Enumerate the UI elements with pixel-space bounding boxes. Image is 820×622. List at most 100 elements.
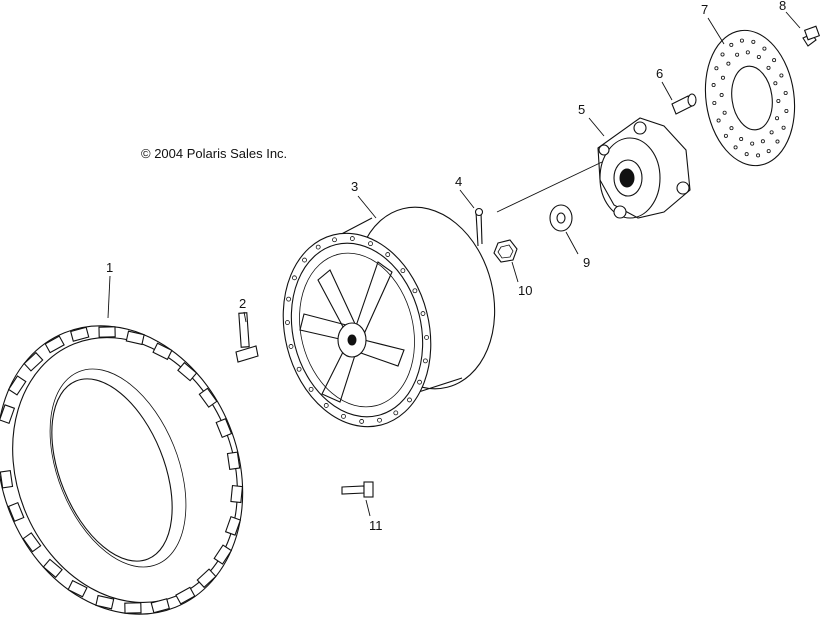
part-tire[interactable] <box>0 289 285 622</box>
tread-block <box>215 418 233 439</box>
disc-hole <box>775 116 780 121</box>
part-castle-nut[interactable] <box>493 239 518 263</box>
disc-hole <box>779 73 784 78</box>
rim-hole <box>308 386 314 392</box>
disc-hole <box>716 118 721 123</box>
tread-block <box>177 361 198 382</box>
part-brake-disc[interactable] <box>697 25 803 172</box>
tread-block <box>0 404 16 425</box>
tread-block <box>196 568 217 589</box>
tread-block <box>23 351 44 372</box>
callout-9: 9 <box>583 255 590 270</box>
tread-block <box>95 594 115 610</box>
disc-hole <box>750 141 755 146</box>
disc-hole <box>766 149 771 154</box>
rim-hole <box>292 275 297 281</box>
disc-hole <box>722 110 727 115</box>
part-cotter-pin[interactable] <box>474 207 484 247</box>
tire-tread <box>0 326 244 614</box>
callout-4: 4 <box>455 174 462 189</box>
disc-hole <box>756 54 761 59</box>
rim-bolt-holes <box>285 236 429 424</box>
rim-hole <box>296 366 302 372</box>
rim-hole <box>368 241 373 247</box>
callout-8: 8 <box>779 0 786 13</box>
disc-hole <box>720 75 725 80</box>
rim-hole <box>288 344 294 349</box>
part-disc-bolt[interactable] <box>802 25 820 47</box>
rim-hole <box>393 410 399 416</box>
tread-block <box>224 515 242 536</box>
disc-hole <box>729 126 734 131</box>
disc-hole <box>776 98 781 103</box>
disc-hole <box>714 66 719 71</box>
rim-hole <box>422 358 428 364</box>
rim-hole <box>349 236 355 241</box>
disc-hole <box>769 130 774 135</box>
callout-numbers: 1 2 3 4 5 6 7 8 9 10 11 <box>106 0 786 533</box>
tread-block <box>226 451 241 471</box>
disc-hole <box>784 108 789 113</box>
tread-block <box>213 544 233 565</box>
part-hub[interactable] <box>597 117 691 219</box>
tread-block <box>0 469 14 489</box>
tread-block <box>44 335 65 354</box>
rim-hole <box>400 268 406 274</box>
rim-hole <box>407 397 412 403</box>
tread-block <box>7 501 25 522</box>
disc-hole <box>744 152 749 157</box>
rim-hole <box>359 419 365 424</box>
disc-hole <box>756 153 761 158</box>
tread-block <box>125 330 145 346</box>
callout-11: 11 <box>369 518 383 533</box>
disc-hole <box>762 46 767 51</box>
rim-hole <box>420 311 426 316</box>
part-washer[interactable] <box>549 204 573 232</box>
disc-hole <box>719 93 724 98</box>
disc-hole <box>723 133 728 138</box>
rim-hole <box>424 335 429 340</box>
tread-block <box>7 375 27 396</box>
disc-hole <box>726 61 731 66</box>
tread-block <box>230 484 244 504</box>
rim-hole <box>302 257 307 263</box>
assembly-axis-line <box>496 161 603 213</box>
rim-hole <box>315 244 321 250</box>
tread-block <box>67 579 88 598</box>
disc-hole <box>739 137 744 142</box>
rim-hole <box>377 417 382 423</box>
tread-block <box>22 532 42 553</box>
tread-block <box>198 387 218 408</box>
disc-hole <box>745 50 750 55</box>
disc-hole <box>775 139 780 144</box>
callout-3: 3 <box>351 179 358 194</box>
callout-10: 10 <box>518 283 532 298</box>
disc-hole <box>773 81 778 86</box>
callout-7: 7 <box>701 2 708 17</box>
disc-hole <box>783 90 788 95</box>
rim-hole <box>341 413 346 419</box>
rim-hole <box>285 320 290 325</box>
disc-hole <box>772 58 777 63</box>
part-wheel-stud[interactable] <box>671 93 697 115</box>
leader-lines <box>107 11 801 517</box>
part-bolt[interactable] <box>341 481 374 498</box>
rim-hole <box>332 237 337 243</box>
disc-hole <box>766 65 771 70</box>
callout-1: 1 <box>106 260 113 275</box>
part-valve-stem[interactable] <box>235 312 259 363</box>
disc-hole <box>729 42 734 47</box>
disc-hole <box>760 139 765 144</box>
callout-5: 5 <box>578 102 585 117</box>
disc-hole <box>712 101 717 106</box>
disc-hole <box>735 52 740 57</box>
disc-hole <box>711 83 716 88</box>
rim-hole <box>417 379 422 385</box>
callout-6: 6 <box>656 66 663 81</box>
callout-2: 2 <box>239 296 246 311</box>
rim-hole <box>385 252 391 257</box>
part-wheel-rim[interactable] <box>263 192 513 442</box>
rim-hole <box>323 403 329 408</box>
tread-block <box>175 586 196 605</box>
tread-block <box>124 602 142 614</box>
